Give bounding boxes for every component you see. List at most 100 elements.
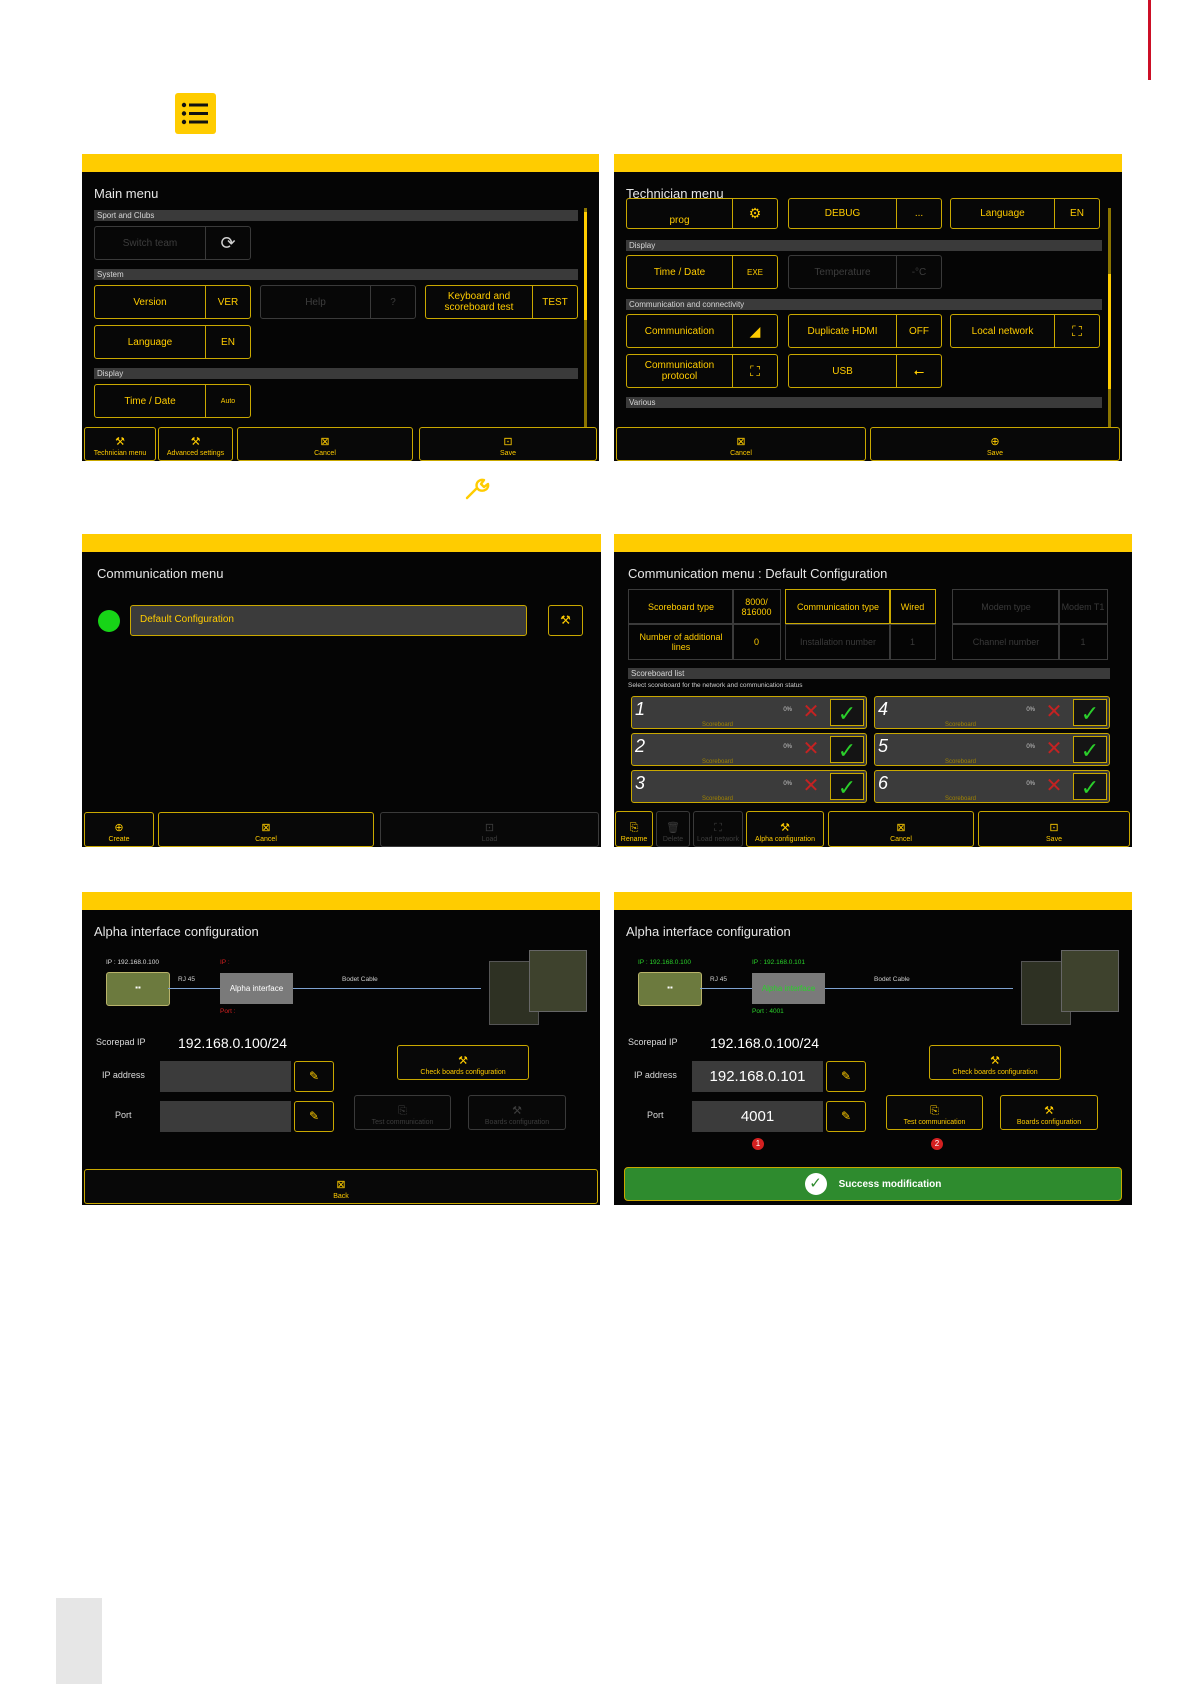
scoreboard-row[interactable]: 1 Scoreboard 0% ✕ ✓ — [631, 696, 867, 729]
additional-lines-value[interactable]: 0 — [732, 624, 781, 660]
network-icon: ⛶ — [714, 822, 722, 834]
edit-button[interactable]: ⚒ — [548, 605, 583, 636]
port-input[interactable] — [160, 1101, 291, 1132]
alpha-port-caption: Port : 4001 — [752, 1008, 784, 1015]
debug-button[interactable]: DEBUG ... — [788, 198, 942, 229]
alpha-configuration-button[interactable]: ⚒Alpha configuration — [746, 811, 824, 847]
scorepad-ip-caption: IP : 192.168.0.100 — [106, 959, 160, 966]
scoreboard-row[interactable]: 3 Scoreboard 0% ✕ ✓ — [631, 770, 867, 803]
save-button[interactable]: ⊡Save — [978, 811, 1130, 847]
test-icon: ⎘ — [930, 1105, 939, 1117]
delete-button[interactable]: 🗑Delete — [656, 811, 690, 847]
load-button[interactable]: ⊡Load — [380, 812, 599, 847]
cancel-button[interactable]: ⊠Cancel — [237, 427, 413, 461]
check-circle-icon: ✓ — [804, 1173, 827, 1195]
communication-button[interactable]: Communication ◢ — [626, 314, 778, 348]
cancel-button[interactable]: ⊠Cancel — [158, 812, 374, 847]
communication-type-label: Communication type — [785, 589, 891, 624]
edit-port-button[interactable]: ✎ — [826, 1101, 866, 1132]
time-date-button[interactable]: Time / Date EXE — [626, 255, 778, 289]
check-icon[interactable]: ✓ — [830, 736, 864, 763]
title-bar — [614, 154, 1122, 172]
ip-address-input[interactable]: 192.168.0.101 — [692, 1061, 823, 1092]
communication-type-value[interactable]: Wired — [889, 589, 936, 624]
scoreboard-row[interactable]: 4 Scoreboard 0% ✕ ✓ — [874, 696, 1110, 729]
section-scoreboard-list: Scoreboard list — [628, 668, 1110, 679]
cancel-button[interactable]: ⊠Cancel — [616, 427, 866, 461]
switch-team-button[interactable]: Switch team ⟳ — [94, 226, 251, 260]
modem-type-value[interactable]: Modem T1 — [1058, 589, 1108, 624]
rj45-label: RJ 45 — [710, 976, 727, 983]
edit-icon: ✎ — [308, 1109, 320, 1123]
keyboard-test-button[interactable]: Keyboard and scoreboard test TEST — [425, 285, 578, 319]
page-title: Communication menu — [97, 566, 224, 581]
rename-icon: ⎘ — [629, 822, 639, 834]
usb-icon: ⭠ — [913, 363, 925, 379]
check-icon[interactable]: ✓ — [1073, 773, 1107, 800]
cable-label: Bodet Cable — [342, 976, 378, 983]
save-button[interactable]: ⊕Save — [870, 427, 1120, 461]
cable-label: Bodet Cable — [874, 976, 910, 983]
edit-icon: ✎ — [840, 1109, 852, 1123]
cancel-icon: ⊠ — [736, 436, 746, 448]
title-bar — [82, 154, 599, 172]
edit-ip-button[interactable]: ✎ — [294, 1061, 334, 1092]
scoreboard-row[interactable]: 2 Scoreboard 0% ✕ ✓ — [631, 733, 867, 766]
save-button[interactable]: ⊡Save — [419, 427, 597, 461]
prog-button[interactable]: prog ⚙ — [626, 198, 778, 229]
scrollbar[interactable] — [584, 208, 587, 444]
rename-button[interactable]: ⎘Rename — [615, 811, 653, 847]
boards-configuration-button[interactable]: ⚒Boards configuration — [1000, 1095, 1098, 1130]
time-date-button[interactable]: Time / Date Auto — [94, 384, 251, 418]
channel-number-value[interactable]: 1 — [1058, 624, 1108, 660]
technician-menu-screen: Technician menu prog ⚙ DEBUG ... Languag… — [614, 154, 1122, 461]
duplicate-hdmi-button[interactable]: Duplicate HDMI OFF — [788, 314, 942, 348]
page-tab-marker — [56, 1598, 102, 1684]
technician-menu-button[interactable]: ⚒Technician menu — [84, 427, 156, 461]
scoreboard-row[interactable]: 6 Scoreboard 0% ✕ ✓ — [874, 770, 1110, 803]
check-icon[interactable]: ✓ — [1073, 699, 1107, 726]
installation-number-value[interactable]: 1 — [889, 624, 936, 660]
advanced-settings-button[interactable]: ⚒Advanced settings — [158, 427, 233, 461]
section-display: Display — [626, 240, 1102, 251]
list-menu-icon — [175, 93, 216, 134]
temperature-button[interactable]: Temperature -°C — [788, 255, 942, 289]
connection-line — [168, 988, 220, 989]
language-button[interactable]: Language EN — [94, 325, 251, 359]
check-icon[interactable]: ✓ — [830, 773, 864, 800]
scoreboard-row[interactable]: 5 Scoreboard 0% ✕ ✓ — [874, 733, 1110, 766]
save-icon: ⊕ — [990, 436, 1000, 448]
test-icon: ⎘ — [398, 1105, 407, 1117]
status-dot — [98, 610, 120, 632]
scrollbar-thumb[interactable] — [1108, 274, 1111, 389]
language-button[interactable]: Language EN — [950, 198, 1100, 229]
network-icon: ⛶ — [750, 362, 760, 379]
version-button[interactable]: Version VER — [94, 285, 251, 319]
boards-configuration-button[interactable]: ⚒Boards configuration — [468, 1095, 566, 1130]
check-boards-button[interactable]: ⚒Check boards configuration — [397, 1045, 529, 1080]
help-button[interactable]: Help ? — [260, 285, 416, 319]
edit-icon: ✎ — [840, 1069, 852, 1083]
usb-button[interactable]: USB ⭠ — [788, 354, 942, 388]
scoreboard-type-value[interactable]: 8000/ 816000 — [732, 589, 781, 624]
edit-ip-button[interactable]: ✎ — [826, 1061, 866, 1092]
check-boards-button[interactable]: ⚒Check boards configuration — [929, 1045, 1061, 1080]
check-icon[interactable]: ✓ — [830, 699, 864, 726]
port-input[interactable]: 4001 — [692, 1101, 823, 1132]
create-button[interactable]: ⊕Create — [84, 812, 154, 847]
communication-protocol-button[interactable]: Communication protocol ⛶ — [626, 354, 778, 388]
test-communication-button[interactable]: ⎘Test communication — [354, 1095, 451, 1130]
connection-line — [293, 988, 481, 989]
cancel-button[interactable]: ⊠Cancel — [828, 811, 974, 847]
configuration-item[interactable]: Default Configuration — [130, 605, 527, 636]
error-icon: ✕ — [1045, 738, 1063, 760]
load-network-button[interactable]: ⛶Load network — [693, 811, 743, 847]
ip-address-input[interactable] — [160, 1061, 291, 1092]
local-network-button[interactable]: Local network ⛶ — [950, 314, 1100, 348]
back-button[interactable]: ⊠Back — [84, 1169, 598, 1204]
edit-port-button[interactable]: ✎ — [294, 1101, 334, 1132]
test-communication-button[interactable]: ⎘Test communication — [886, 1095, 983, 1130]
scrollbar-thumb[interactable] — [584, 212, 587, 320]
page-title: Technician menu — [626, 186, 724, 201]
check-icon[interactable]: ✓ — [1073, 736, 1107, 763]
